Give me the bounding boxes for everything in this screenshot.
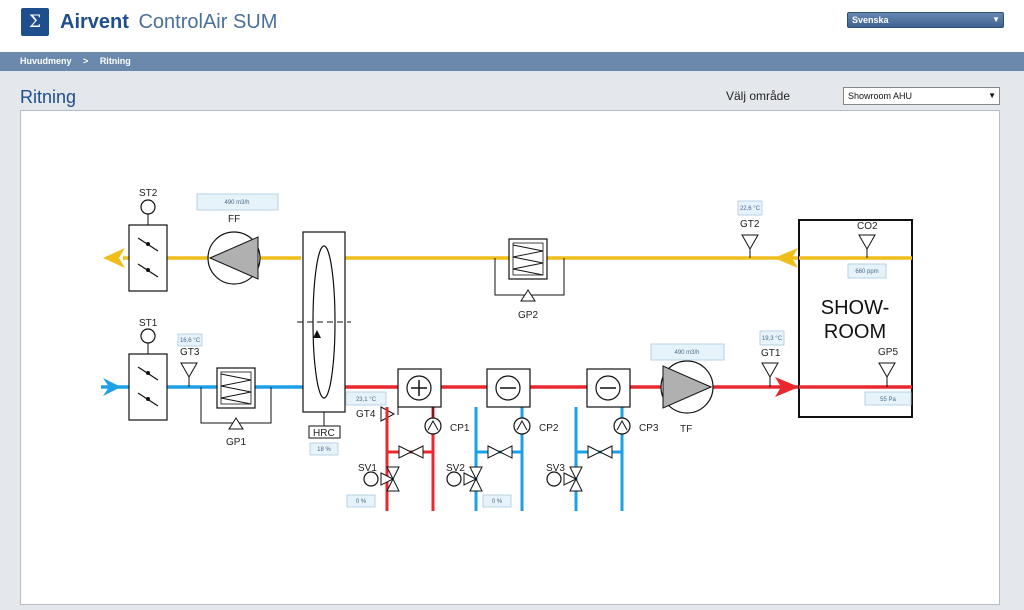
room-label-line1: SHOW- — [821, 297, 890, 319]
sensor-icon — [741, 234, 759, 258]
gp1-label: GP1 — [226, 437, 246, 448]
st1-label: ST1 — [139, 318, 158, 329]
ahu-diagram: ST2 ST1 FF 490 m3/h HRC 18 % GP2 — [101, 188, 913, 511]
gp5-label: GP5 — [878, 347, 898, 358]
sv1-pct-value: 0 % — [356, 499, 367, 505]
damper-icon — [128, 328, 168, 421]
pump-icon — [613, 417, 631, 435]
filter-icon — [200, 367, 272, 430]
valve-icon — [363, 445, 424, 492]
hrc-label: HRC — [313, 428, 335, 439]
breadcrumb-drawing[interactable]: Ritning — [99, 56, 131, 66]
chevron-down-icon: ▼ — [988, 91, 996, 100]
st2-label: ST2 — [139, 188, 158, 199]
hrc-pct-value: 18 % — [317, 447, 331, 453]
gt2-temp-value: 22,6 °C — [740, 206, 761, 212]
cp2-label: CP2 — [539, 423, 559, 434]
cp3-label: CP3 — [639, 423, 659, 434]
showroom-box — [798, 219, 913, 418]
cp1-label: CP1 — [450, 423, 470, 434]
gt3-label: GT3 — [180, 347, 200, 358]
damper-icon — [128, 199, 168, 292]
tf-flow-value: 490 m3/h — [674, 350, 699, 356]
gp5-pressure-value: 55 Pa — [880, 397, 896, 403]
language-select[interactable]: Svenska ▼ — [847, 12, 1004, 28]
app-header: Σ Airvent ControlAir SUM Svenska ▼ — [0, 0, 1024, 52]
area-label: Välj område — [726, 89, 791, 103]
gt4-temp-value: 23,1 °C — [356, 397, 377, 403]
pump-icon — [424, 417, 442, 435]
cooling-coil-icon — [586, 368, 631, 408]
sensor-icon — [761, 362, 779, 387]
co2-label: CO2 — [857, 221, 878, 232]
ff-label: FF — [228, 214, 240, 225]
sv1-label: SV1 — [358, 463, 377, 474]
gt2-label: GT2 — [740, 219, 760, 230]
chevron-down-icon: ▼ — [992, 15, 1000, 24]
sv2-label: SV2 — [446, 463, 465, 474]
sensor-icon — [878, 362, 896, 387]
gt1-temp-value: 19,3 °C — [762, 336, 783, 342]
app-brand: Airvent ControlAir SUM — [60, 10, 277, 34]
sensor-icon — [180, 362, 198, 387]
ff-flow-value: 490 m3/h — [224, 200, 249, 206]
cooling-coil-icon — [486, 368, 531, 408]
heat-exchanger-icon — [297, 231, 351, 439]
pump-icon — [513, 417, 531, 435]
drawing-panel: ST2 ST1 FF 490 m3/h HRC 18 % GP2 — [20, 110, 1000, 605]
language-value: Svenska — [852, 15, 889, 25]
fan-icon[interactable] — [660, 360, 714, 414]
breadcrumb-separator: > — [83, 56, 89, 66]
tf-label: TF — [680, 424, 692, 435]
page-title: Ritning — [20, 87, 77, 107]
valve-icon — [546, 445, 613, 492]
room-label-line2: ROOM — [824, 321, 886, 343]
sensor-icon — [858, 234, 876, 258]
heating-coil-icon — [397, 368, 442, 408]
breadcrumb: Huvudmeny > Ritning — [0, 52, 1024, 71]
brand-primary: Airvent — [60, 11, 129, 33]
sigma-logo-icon: Σ — [21, 8, 49, 36]
gt4-label: GT4 — [356, 409, 376, 420]
area-select[interactable]: Showroom AHU ▼ — [843, 87, 1000, 105]
area-value: Showroom AHU — [848, 91, 913, 101]
sv2-pct-value: 0 % — [492, 499, 503, 505]
filter-icon — [494, 238, 565, 302]
gp2-label: GP2 — [518, 310, 538, 321]
fan-icon[interactable] — [207, 231, 261, 285]
co2-value: 660 ppm — [855, 269, 878, 275]
gt1-label: GT1 — [761, 348, 781, 359]
valve-icon — [446, 445, 513, 492]
brand-secondary: ControlAir SUM — [138, 11, 278, 33]
breadcrumb-main-menu[interactable]: Huvudmeny — [20, 56, 72, 66]
sv3-label: SV3 — [546, 463, 565, 474]
gt3-temp-value: 16,6 °C — [180, 338, 201, 344]
